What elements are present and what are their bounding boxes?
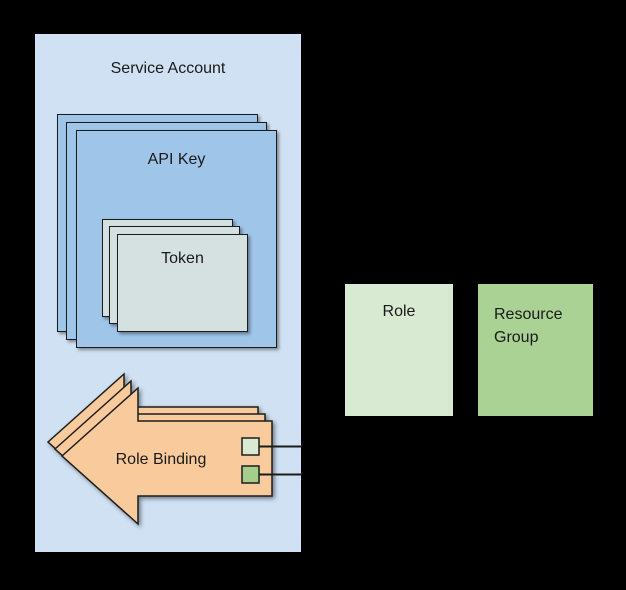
api-key-label: API Key [147, 151, 206, 168]
service-account-label: Service Account [110, 60, 226, 77]
token-label: Token [161, 250, 204, 267]
role-binding-label: Role Binding [115, 451, 207, 468]
role-label: Role [382, 303, 416, 320]
resource-group-link-square [241, 465, 260, 484]
token-card: Token [117, 234, 248, 332]
role-box: Role [345, 284, 453, 416]
role-link-square [241, 437, 260, 456]
resource-group-label: Resource Group [494, 306, 563, 346]
resource-group-box: Resource Group [478, 284, 593, 416]
role-binding-arrow [60, 386, 273, 526]
role-binding-arrow-stack [46, 372, 273, 526]
